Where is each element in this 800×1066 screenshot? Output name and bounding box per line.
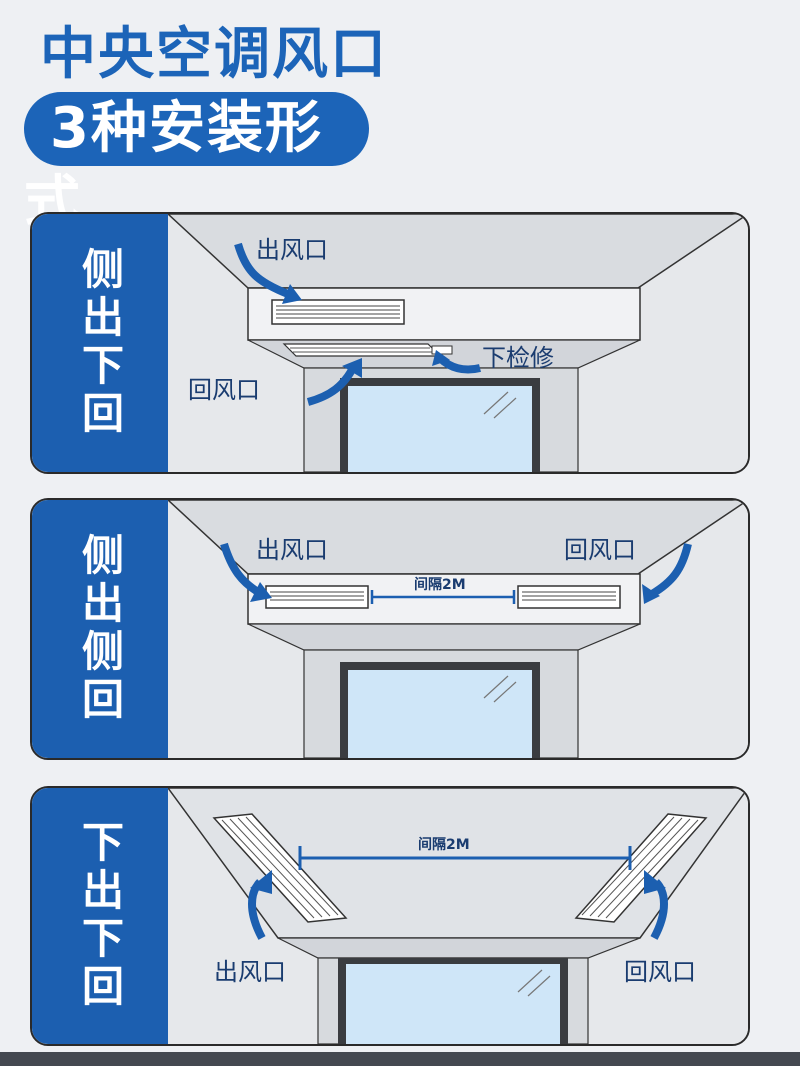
label-service: 下检修 — [482, 344, 554, 372]
subtitle-text: 3种安装形式 — [24, 96, 323, 235]
ceiling-scene — [168, 214, 748, 472]
panel-side-out-bottom-return: 侧出下回 出风口 回风口 下检修 — [30, 212, 750, 474]
panel-bottom-out-bottom-return: 下出下回 出风口 回风口 间隔2M — [30, 786, 750, 1046]
panel-tab-label: 侧出下回 — [75, 247, 125, 439]
page-title: 中央空调风口 — [40, 22, 388, 87]
ceiling-scene — [168, 500, 748, 758]
label-return: 回风口 — [624, 958, 696, 986]
panel-tab: 侧出侧回 — [32, 500, 168, 758]
label-return: 回风口 — [564, 536, 636, 564]
panel-side-out-side-return: 侧出侧回 出风口 回风口 间隔2M — [30, 498, 750, 760]
label-return: 回风口 — [188, 376, 260, 404]
label-outlet: 出风口 — [214, 958, 286, 986]
label-gap: 间隔2M — [418, 837, 470, 853]
subtitle-pill: 3种安装形式 — [24, 92, 369, 235]
label-gap: 间隔2M — [414, 577, 466, 593]
panel-tab: 下出下回 — [32, 788, 168, 1044]
ceiling-scene — [168, 788, 748, 1044]
panel-tab-label: 下出下回 — [75, 820, 125, 1012]
panel-tab-label: 侧出侧回 — [75, 533, 125, 725]
bottom-bar — [0, 1052, 800, 1066]
label-outlet: 出风口 — [256, 236, 328, 264]
panel-tab: 侧出下回 — [32, 214, 168, 472]
label-outlet: 出风口 — [256, 536, 328, 564]
